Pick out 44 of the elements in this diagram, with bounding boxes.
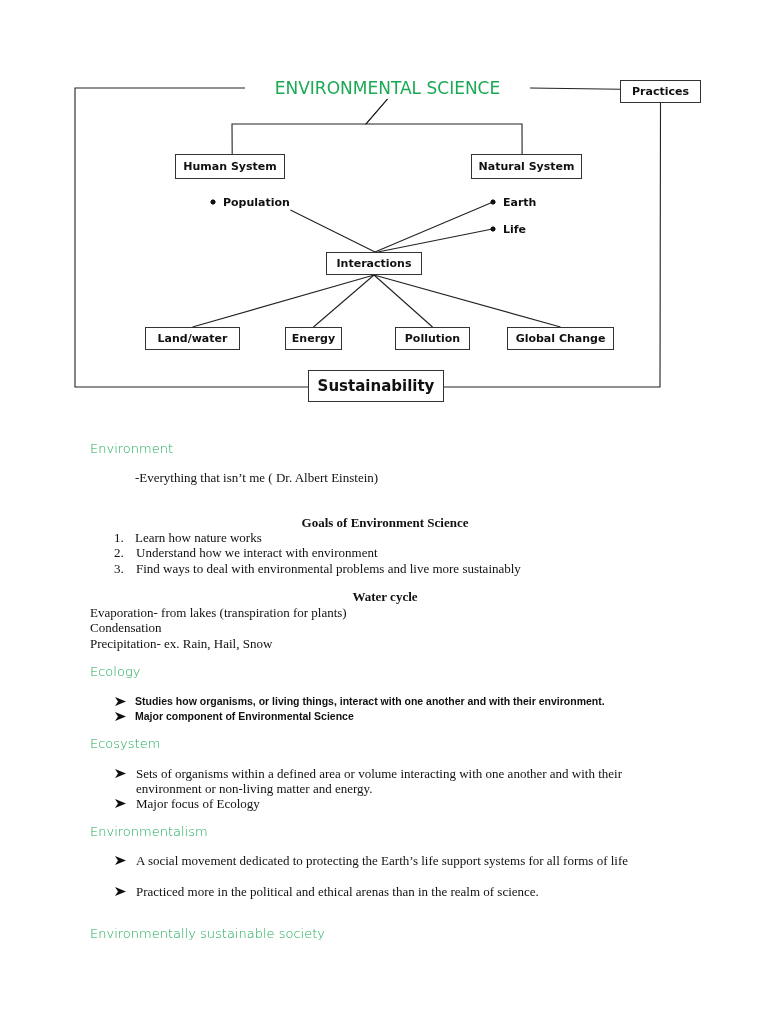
connector-line [443, 102, 662, 388]
connector-line [312, 274, 375, 328]
bullet-text: Major component of Environmental Science [135, 709, 355, 724]
connector-line [74, 87, 309, 388]
connector-line [191, 274, 375, 328]
section-heading: Environment [90, 441, 174, 456]
section-heading: Environmentalism [90, 824, 209, 839]
list-number: 1. [114, 530, 125, 545]
connector-line [374, 201, 494, 253]
list-number: 2. [114, 545, 125, 560]
list-item: Understand how we interact with environment [136, 545, 379, 560]
list-number: 3. [114, 561, 125, 576]
practice-box: Practices [620, 80, 701, 103]
connector-line [529, 87, 621, 90]
connector-line [373, 274, 562, 328]
section-heading: Ecology [90, 664, 142, 679]
topic-box: Global Change [507, 327, 614, 350]
connector-line [364, 98, 523, 155]
subheading: Water cycle [351, 589, 419, 604]
quote-text: -Everything that isn’t me ( Dr. Albert Einstein) [135, 470, 380, 485]
list-item: Find ways to deal with environmental problems and live more sustainably [136, 561, 522, 576]
title-text: ENVIRONMENTAL SCIENCE [245, 77, 530, 99]
topic-box: Energy [285, 327, 342, 350]
system-box: Human System [175, 154, 285, 179]
body-text: Precipitation- ex. Rain, Hail, Snow [90, 636, 274, 651]
topic-box: Pollution [395, 327, 470, 350]
subheading: Goals of Environment Science [300, 515, 470, 530]
section-heading: Ecosystem [90, 736, 162, 751]
connector-line [373, 274, 434, 328]
bullet-text: Practiced more in the political and ethical arenas than in the realm of science. [136, 884, 540, 899]
outcome-box: Sustainability [308, 370, 444, 402]
process-box: Interactions [326, 252, 422, 275]
connector-line [289, 209, 376, 253]
topic-box: Land/water [145, 327, 240, 350]
bullet-text: A social movement dedicated to protecting the Earth’s life support systems for all forms of life [136, 853, 630, 868]
section-heading: Environmentally sustainable society [90, 926, 326, 941]
connector-line [377, 228, 493, 253]
body-text: Condensation [90, 620, 163, 635]
system-box: Natural System [471, 154, 582, 179]
bullet-text: Sets of organisms within a defined area or volume interacting with one another and with their environment or non-living matter and energy. [136, 766, 624, 796]
list-item: Learn how nature works [135, 530, 263, 545]
bullet-text: Studies how organisms, or living things, interact with one another and with their environment. [135, 694, 606, 709]
body-text: Evaporation- from lakes (transpiration for plants) [90, 605, 348, 620]
bullet-text: Major focus of Ecology [136, 796, 261, 811]
